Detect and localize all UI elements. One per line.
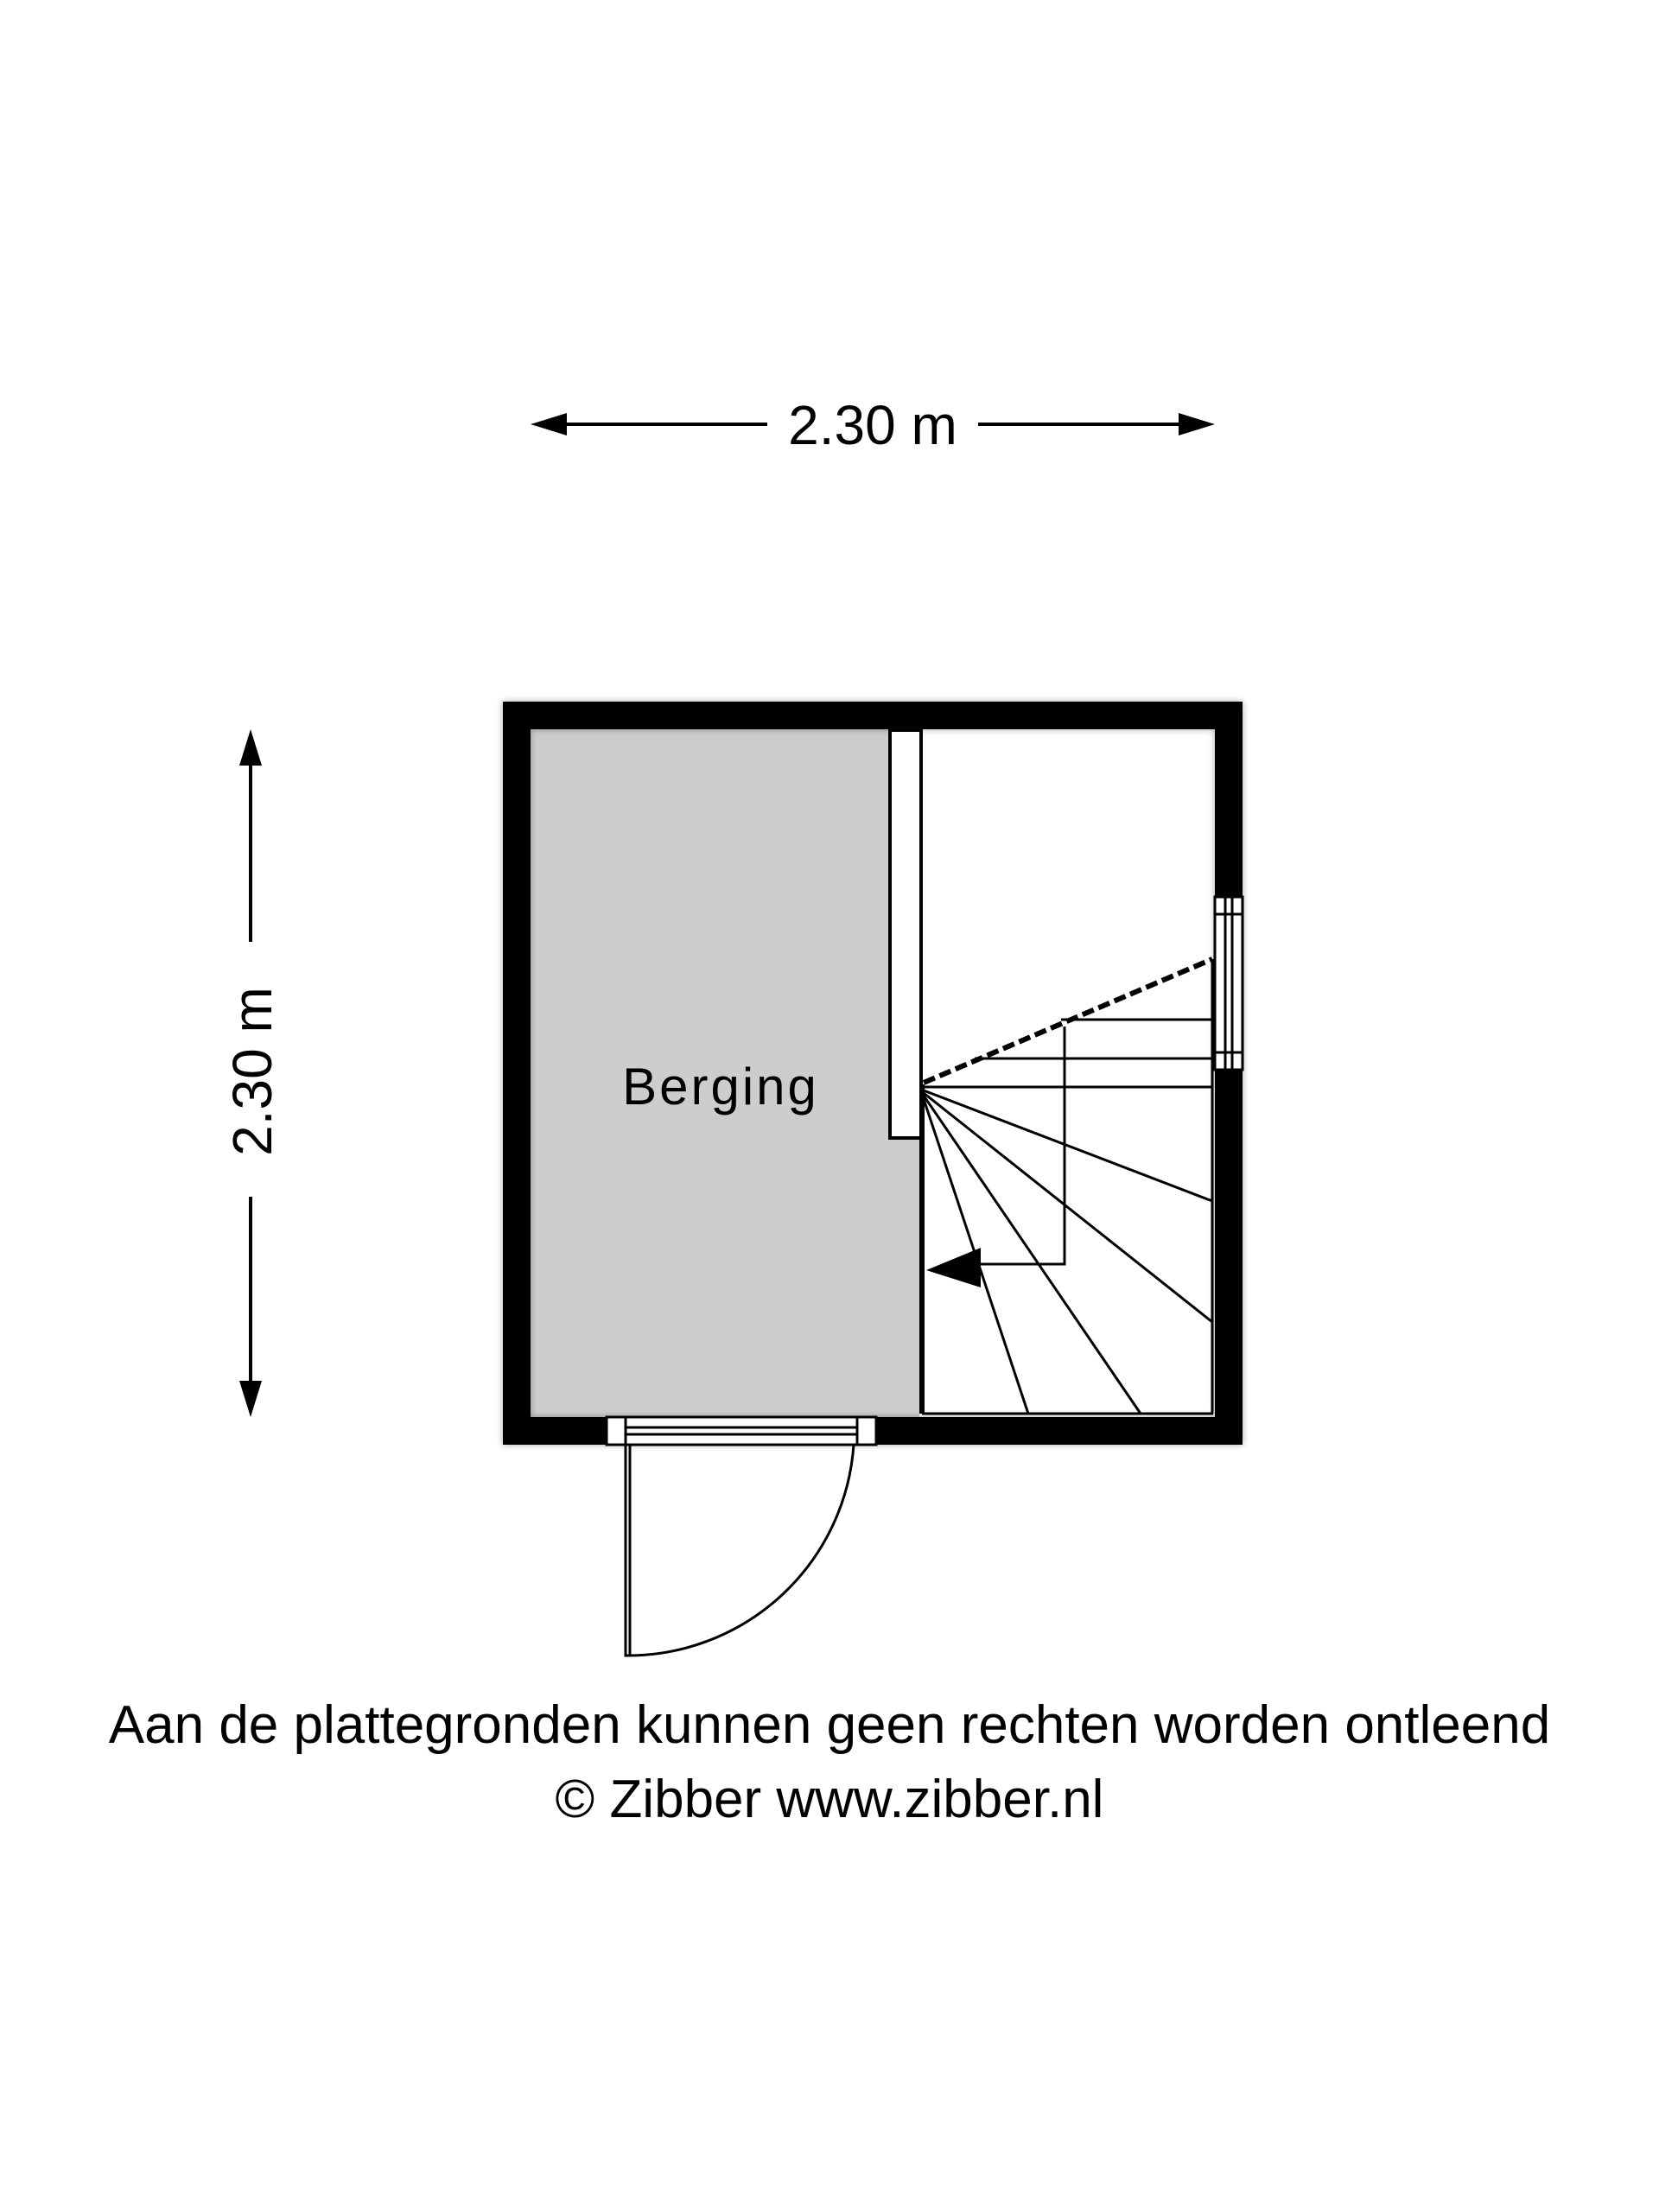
height-dimension-label: 2.30 m xyxy=(221,987,283,1156)
width-dimension: 2.30 m xyxy=(531,394,1215,456)
width-dimension-label: 2.30 m xyxy=(788,394,957,456)
window xyxy=(1213,895,1244,1071)
height-dimension: 2.30 m xyxy=(221,729,283,1417)
stair-direction-arrow xyxy=(926,1248,981,1287)
door xyxy=(605,1415,878,1657)
storage-room-floor xyxy=(531,729,919,1417)
door-leaf xyxy=(624,1443,632,1657)
partition-wall xyxy=(888,728,923,1140)
staircase xyxy=(919,957,1214,1415)
door-swing-arc xyxy=(626,1444,855,1657)
copyright-text: © Zibber www.zibber.nl xyxy=(555,1770,1104,1829)
disclaimer-text: Aan de plattegronden kunnen geen rechten… xyxy=(108,1695,1551,1755)
storage-room-label: Berging xyxy=(622,1058,819,1116)
